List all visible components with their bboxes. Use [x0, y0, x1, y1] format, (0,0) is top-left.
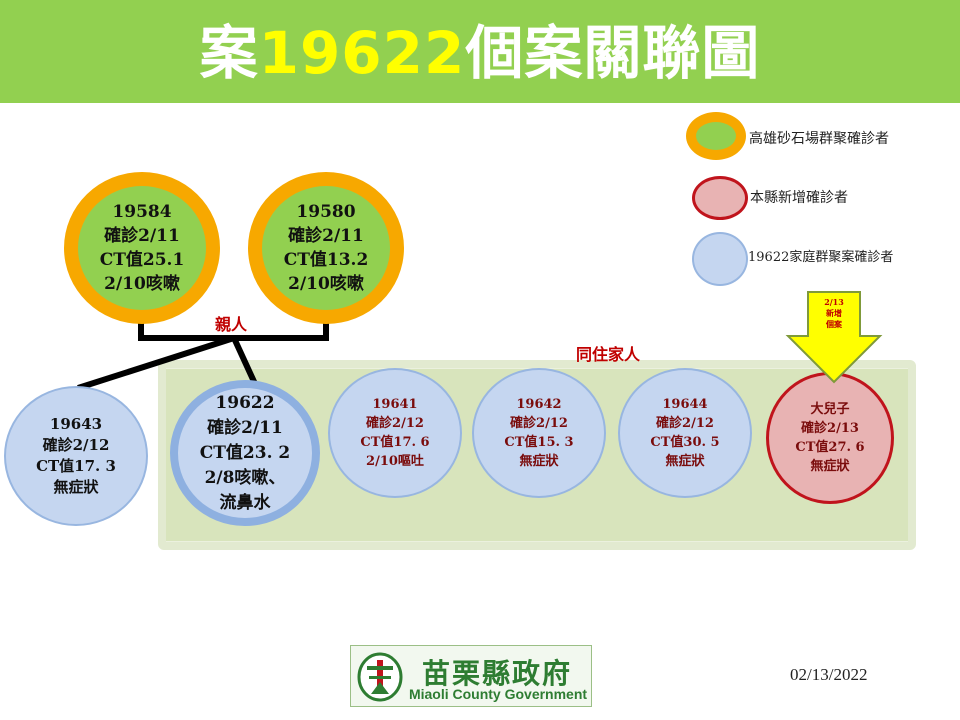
- logo-chinese-name: 苗栗縣政府: [421, 657, 572, 690]
- page-title: 案19622個案關聯圖: [0, 8, 960, 98]
- legend-cluster-swatch: [686, 112, 746, 160]
- relatives-link-19643: [77, 335, 235, 391]
- case-line: CT值17. 3: [36, 457, 116, 475]
- case-line: 2/10咳嗽: [104, 274, 180, 294]
- case-line: 19584: [112, 202, 172, 222]
- case-line: CT值15. 3: [504, 435, 574, 450]
- title-banner: [0, 0, 960, 103]
- case-eldest-son-node: 大兒子 確診2/13 CT值27. 6 無症狀: [766, 372, 894, 504]
- case-19584-node: 19584 確診2/11 CT值25.1 2/10咳嗽: [64, 172, 220, 324]
- arrow-label-line: 新增: [826, 308, 842, 318]
- case-line: 流鼻水: [219, 492, 271, 513]
- miaoli-government-logo: 苗栗縣政府 Miaoli County Government: [350, 645, 592, 707]
- legend-new-label: 本縣新增確診者: [750, 190, 848, 206]
- case-line: 19644: [662, 397, 708, 412]
- case-line: 確診2/11: [104, 226, 180, 246]
- case-line: 確診2/12: [510, 416, 568, 431]
- case-line: 2/10嘔吐: [366, 454, 424, 469]
- legend-family-label: 19622家庭群聚案確診者: [748, 250, 894, 265]
- case-line: 19643: [49, 415, 103, 433]
- case-line: 無症狀: [53, 478, 99, 496]
- case-line: CT值17. 6: [360, 435, 430, 450]
- relatives-link-19622: [231, 336, 259, 388]
- case-line: 19580: [296, 202, 356, 222]
- case-line: 無症狀: [665, 454, 705, 469]
- county-emblem-icon: [357, 652, 403, 702]
- case-line: 19642: [516, 397, 562, 412]
- new-case-arrow-label: 2/13 新增 個案: [808, 297, 860, 330]
- case-line: CT值27. 6: [795, 440, 865, 455]
- title-case-number: 19622: [258, 19, 466, 87]
- case-line: 19641: [372, 397, 418, 412]
- case-line: 大兒子: [810, 402, 850, 417]
- arrow-label-line: 2/13: [824, 297, 844, 307]
- case-19642-node: 19642 確診2/12 CT值15. 3 無症狀: [472, 368, 606, 498]
- case-line: 無症狀: [519, 454, 559, 469]
- case-line: 19622: [215, 392, 275, 413]
- new-case-arrow: [785, 291, 883, 384]
- case-19644-node: 19644 確診2/12 CT值30. 5 無症狀: [618, 368, 752, 498]
- title-suffix: 個案關聯圖: [465, 19, 761, 87]
- case-line: CT值13.2: [283, 250, 369, 270]
- logo-english-name: Miaoli County Government: [408, 686, 588, 702]
- case-line: CT值25.1: [99, 250, 185, 270]
- case-line: CT值30. 5: [650, 435, 720, 450]
- legend-cluster-label: 高雄砂石場群聚確診者: [749, 131, 889, 147]
- report-date: 02/13/2022: [790, 665, 868, 684]
- case-19643-node: 19643 確診2/12 CT值17. 3 無症狀: [4, 386, 148, 526]
- case-line: 確診2/12: [656, 416, 714, 431]
- relatives-label: 親人: [214, 315, 247, 334]
- cohabitants-label: 同住家人: [575, 345, 640, 364]
- case-line: 2/10咳嗽: [288, 274, 364, 294]
- case-line: 2/8咳嗽、: [204, 467, 286, 488]
- case-line: 確診2/12: [366, 416, 424, 431]
- case-line: 確診2/11: [207, 417, 283, 438]
- case-line: 無症狀: [810, 459, 850, 474]
- arrow-label-line: 個案: [826, 319, 842, 329]
- case-19622-node: 19622 確診2/11 CT值23. 2 2/8咳嗽、 流鼻水: [170, 380, 320, 526]
- case-19580-node: 19580 確診2/11 CT值13.2 2/10咳嗽: [248, 172, 404, 324]
- title-prefix: 案: [199, 19, 259, 87]
- case-line: 確診2/12: [42, 436, 110, 454]
- case-line: CT值23. 2: [199, 442, 291, 463]
- case-line: 確診2/11: [288, 226, 364, 246]
- legend-new-swatch: [692, 176, 748, 220]
- legend-family-swatch: [692, 232, 748, 286]
- case-line: 確診2/13: [801, 421, 859, 436]
- case-19641-node: 19641 確診2/12 CT值17. 6 2/10嘔吐: [328, 368, 462, 498]
